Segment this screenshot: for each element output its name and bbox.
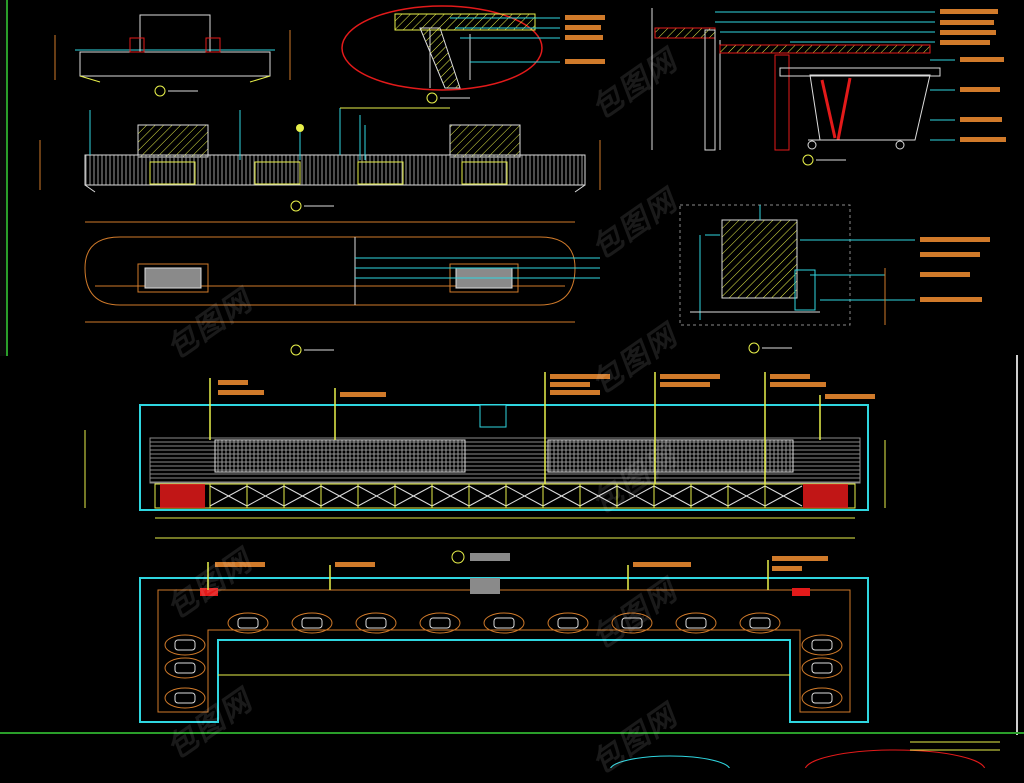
bottom-partial-details xyxy=(610,741,1000,768)
stool-icon xyxy=(611,612,653,634)
plan-top-view xyxy=(84,221,600,356)
main-plan-view xyxy=(139,556,869,723)
circle-marker-icon xyxy=(748,342,792,354)
circle-marker-icon xyxy=(290,344,334,356)
stool-icon xyxy=(675,612,717,634)
stool-icon xyxy=(164,687,206,709)
front-elevation-view xyxy=(39,107,601,212)
stool-icon xyxy=(739,612,781,634)
stool-icon xyxy=(355,612,397,634)
stool-icon xyxy=(801,687,843,709)
circle-marker-icon xyxy=(154,85,198,97)
stool-icon xyxy=(227,612,269,634)
stool-icon xyxy=(164,657,206,679)
circle-marker-icon xyxy=(290,200,334,212)
left-frame-edge xyxy=(0,0,8,356)
detail-a-view xyxy=(54,14,291,97)
stool-icon xyxy=(801,634,843,656)
circle-marker-icon xyxy=(802,154,846,166)
stool-icon xyxy=(801,657,843,679)
stool-icon xyxy=(291,612,333,634)
circle-marker-icon xyxy=(426,92,470,104)
right-scrollbar[interactable] xyxy=(1016,355,1024,735)
circle-detail-view xyxy=(341,5,605,104)
stool-icon xyxy=(547,612,589,634)
stool-icon xyxy=(164,634,206,656)
main-elevation-view xyxy=(84,372,886,564)
stool-icon xyxy=(419,612,461,634)
joint-detail-view xyxy=(679,204,990,354)
circle-marker-icon xyxy=(451,550,510,564)
bottom-frame-edge xyxy=(0,732,1024,768)
stool-icon xyxy=(483,612,525,634)
section-right-view xyxy=(651,8,1006,166)
